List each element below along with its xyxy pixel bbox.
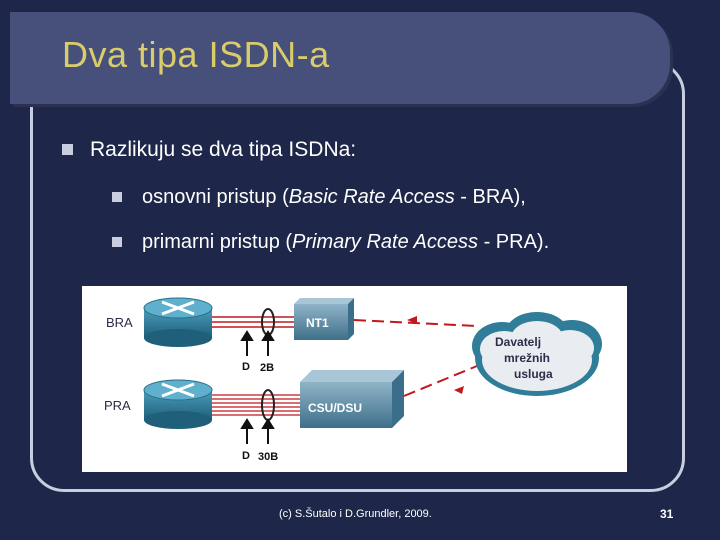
pra-lines [212,394,300,416]
page-number: 31 [660,507,674,521]
cloud-text-line3: usluga [514,367,553,381]
title-bar [10,12,670,104]
bullet-square-icon [112,237,122,247]
sub-bullet-bra-lead: osnovni pristup ( [142,186,289,208]
slide-title: Dva tipa ISDN-a [62,34,330,75]
csu-dsu-label: CSU/DSU [308,401,362,415]
cloud-text-line1: Davatelj [495,335,541,349]
isdn-diagram-svg: BRA PRA NT1 [104,297,602,463]
nt1-box [294,298,354,340]
footer-copyright: (c) S.Šutalo i D.Grundler, 2009. [279,508,432,520]
sub-bullet-bra-italic: Basic Rate Access [288,186,455,208]
bra-lines [212,316,294,328]
nt1-label: NT1 [306,316,329,330]
sub-bullet-pra-lead: primarni pristup ( [142,231,293,253]
bullet-square-icon [62,144,73,155]
sub-bullet-bra-text: osnovni pristup (Basic Rate Access - BRA… [142,186,526,209]
bra-2b-label: 2B [260,362,274,374]
sub-bullet-bra-tail: - BRA), [454,186,526,208]
main-bullet-text: Razlikuju se dva tipa ISDNa: [90,138,357,161]
sub-bullet-pra-tail: - PRA). [478,231,550,253]
router-bra-icon [143,297,213,347]
bra-label: BRA [106,315,133,330]
sub-bullet-pra-text: primarni pristup (Primary Rate Access - … [142,231,549,254]
bra-channel-arrows [240,330,275,356]
router-pra-icon [143,379,213,429]
red-arrowheads [407,316,464,394]
sub-bullet-pra-italic: Primary Rate Access [292,231,479,253]
cloud-text-line2: mrežnih [504,351,550,365]
csu-dsu-box [300,370,404,428]
cloud-icon [472,312,602,396]
pra-d-label: D [242,450,250,462]
isdn-diagram: BRA PRA NT1 [82,286,627,472]
bullet-square-icon [112,192,122,202]
pra-30b-label: 30B [258,451,278,463]
bra-d-label: D [242,361,250,373]
pra-channel-arrows [240,418,275,444]
pra-label: PRA [104,398,131,413]
